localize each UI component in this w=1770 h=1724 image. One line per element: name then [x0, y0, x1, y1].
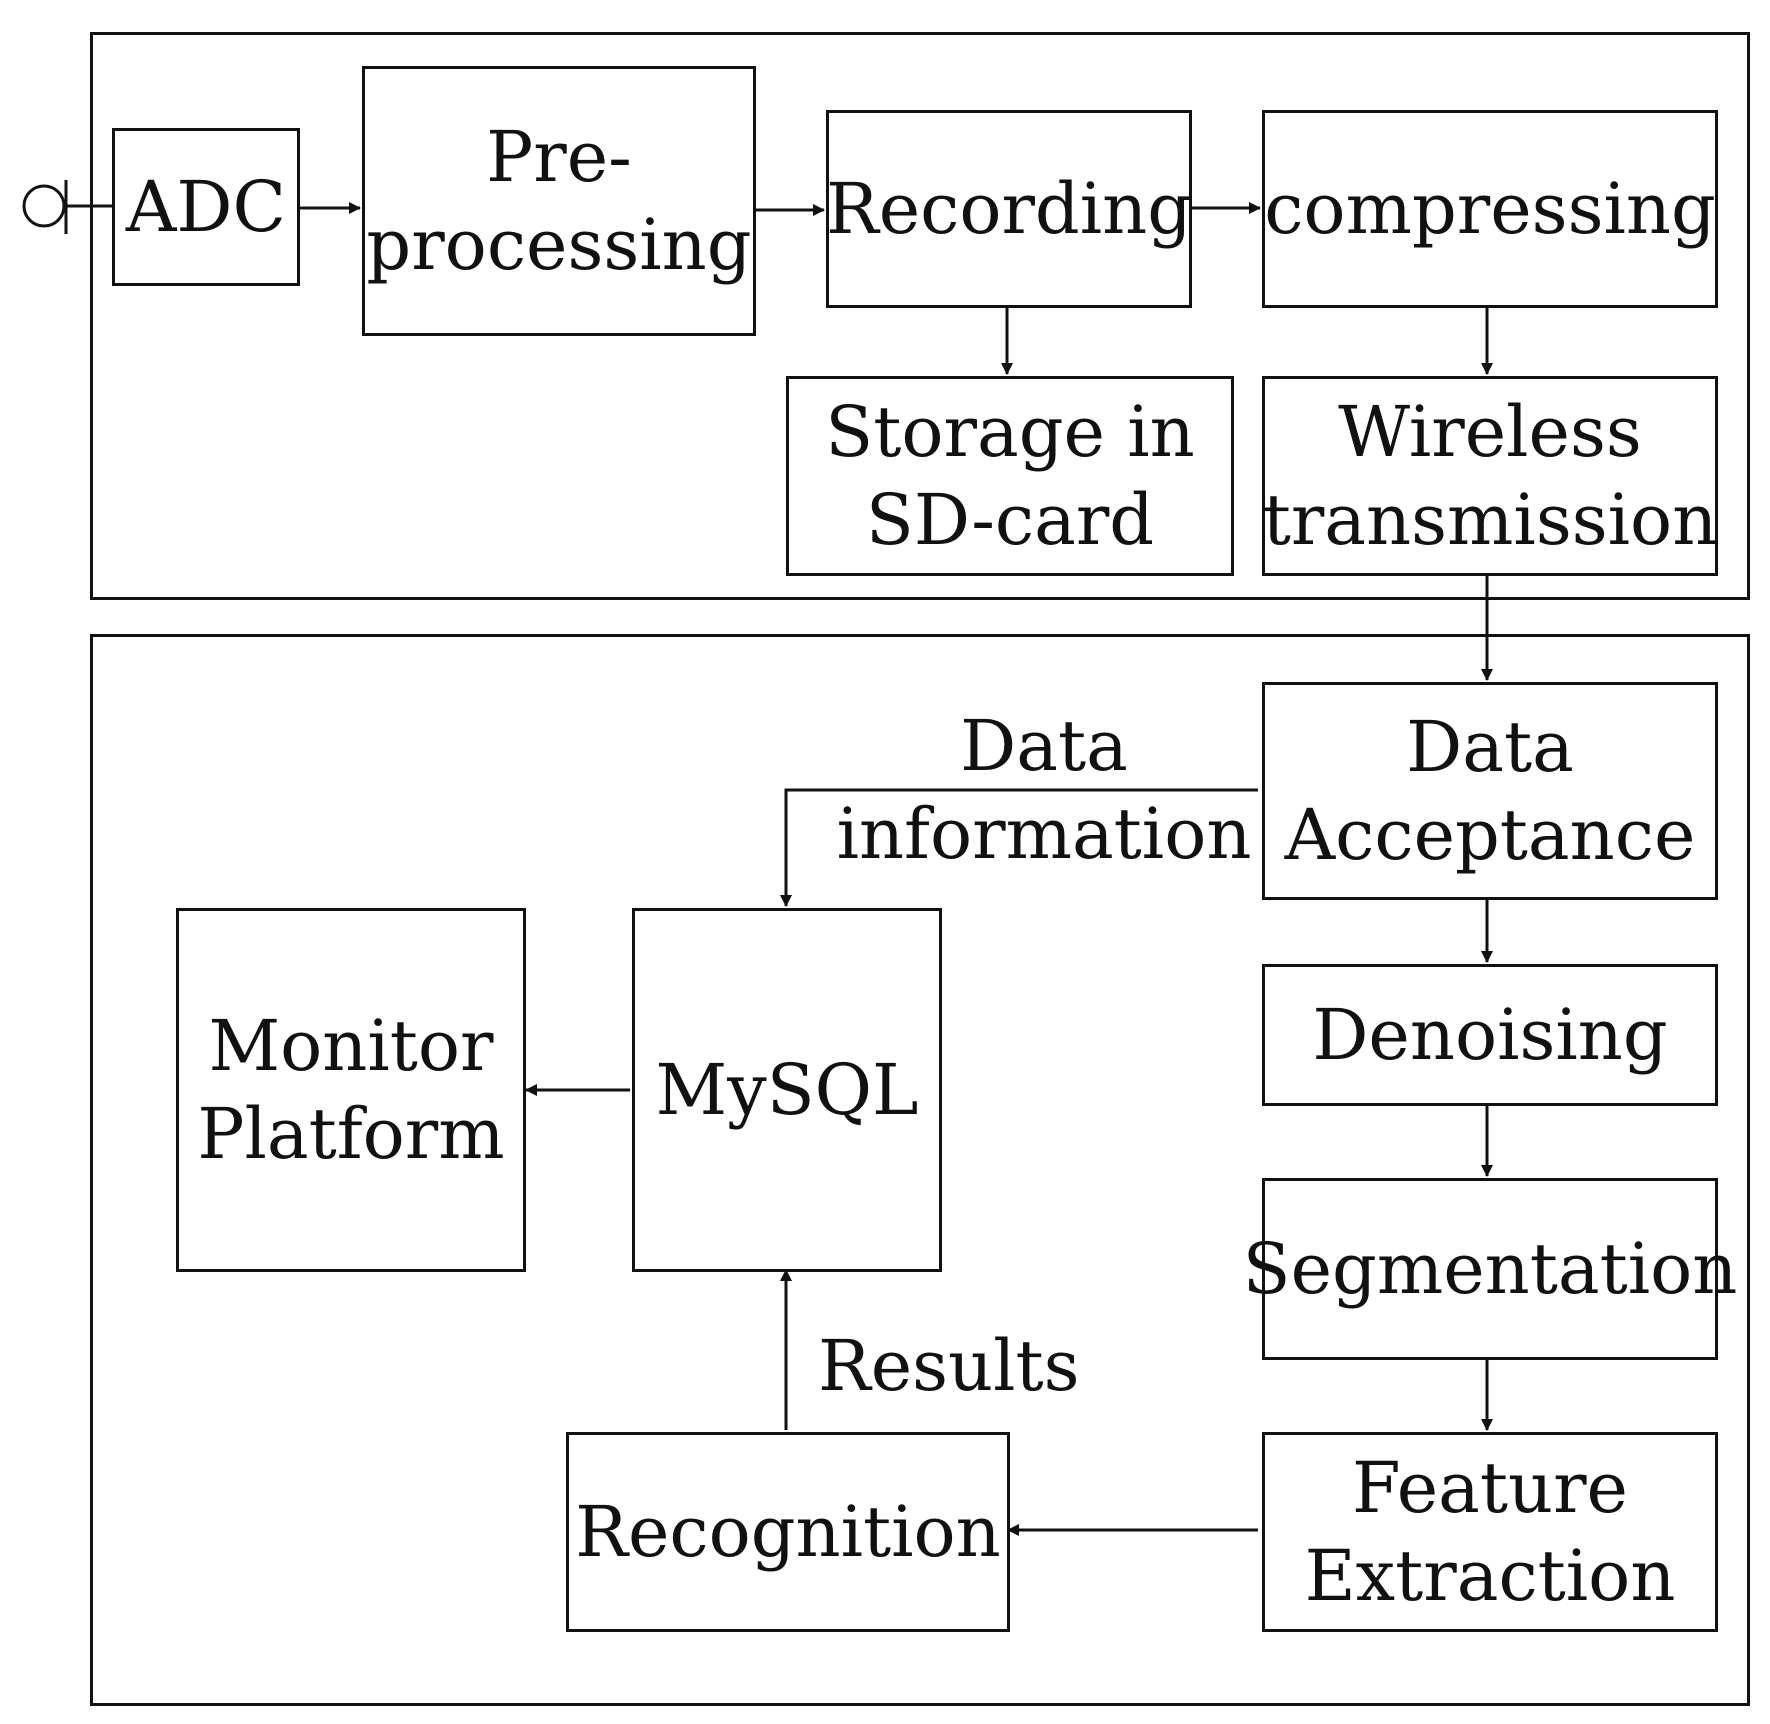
compressing-label: compressing	[1264, 168, 1716, 250]
data-acceptance-label-line-2: Acceptance	[1284, 794, 1696, 876]
wireless-label-line-2: transmission	[1262, 479, 1718, 561]
preprocessing-label-line-1: Pre-	[486, 116, 632, 198]
feature-extraction-box: Feature Extraction	[1262, 1432, 1718, 1632]
device-panel	[90, 32, 1750, 600]
data-information-label-line-1: Data	[960, 705, 1128, 787]
recognition-label: Recognition	[575, 1491, 1001, 1573]
monitor-platform-box: Monitor Platform	[176, 908, 526, 1272]
feature-extraction-label-line-2: Extraction	[1304, 1535, 1676, 1617]
denoising-label: Denoising	[1312, 994, 1668, 1076]
recognition-box: Recognition	[566, 1432, 1010, 1632]
storage-box: Storage in SD-card	[786, 376, 1234, 576]
segmentation-box: Segmentation	[1243, 1178, 1737, 1360]
data-acceptance-box: Data Acceptance	[1262, 682, 1718, 900]
recording-box: Recording	[826, 110, 1192, 308]
adc-label: ADC	[125, 166, 287, 248]
data-information-edge-label: Data information	[834, 702, 1254, 878]
segmentation-label: Segmentation	[1242, 1228, 1738, 1310]
data-information-label-line-2: information	[836, 793, 1252, 875]
results-edge-label: Results	[818, 1322, 1080, 1410]
microphone-icon	[22, 180, 112, 234]
monitor-platform-label-line-1: Monitor	[208, 1005, 494, 1087]
mysql-box: MySQL	[632, 908, 942, 1272]
arrow-acceptance-to-mysql	[780, 788, 1258, 907]
feature-extraction-label-line-1: Feature	[1351, 1447, 1628, 1529]
storage-label-line-2: SD-card	[865, 479, 1155, 561]
storage-label-line-1: Storage in	[825, 391, 1195, 473]
wireless-transmission-box: Wireless transmission	[1262, 376, 1718, 576]
monitor-platform-label-line-2: Platform	[197, 1093, 505, 1175]
preprocessing-label-line-2: processing	[366, 204, 752, 286]
results-label: Results	[818, 1325, 1080, 1407]
preprocessing-box: Pre- processing	[362, 66, 756, 336]
wireless-label-line-1: Wireless	[1338, 391, 1642, 473]
adc-box: ADC	[112, 128, 300, 286]
compressing-box: compressing	[1262, 110, 1718, 308]
mysql-label: MySQL	[655, 1049, 919, 1131]
data-acceptance-label-line-1: Data	[1406, 706, 1574, 788]
server-panel	[90, 634, 1750, 1706]
recording-label: Recording	[825, 168, 1193, 250]
denoising-box: Denoising	[1262, 964, 1718, 1106]
